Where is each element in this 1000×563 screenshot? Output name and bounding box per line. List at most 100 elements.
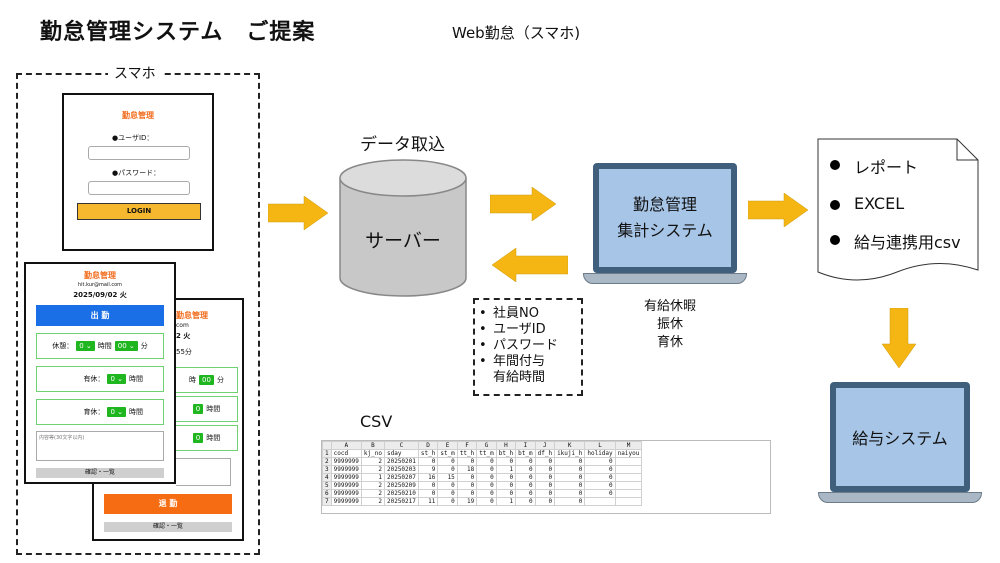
csv-cell: 0 [456, 473, 478, 482]
payroll-laptop-screen: 給与システム [830, 382, 970, 492]
csv-cell: 2 [360, 457, 385, 466]
csv-cell: 20250209 [383, 481, 419, 490]
clock-out-row-2: 0 時間 [176, 396, 238, 422]
csv-cell: 9999999 [330, 497, 362, 506]
row2-select[interactable]: 0 [192, 404, 204, 414]
clock-out-notes[interactable] [176, 458, 231, 486]
system-note: 育休 [656, 335, 683, 350]
notes-textarea[interactable]: 内容等(30文字以内) [36, 431, 164, 461]
csv-cell: 9999999 [330, 481, 362, 490]
csv-cell: 0 [584, 489, 616, 498]
clock-out-minutes: 55分 [176, 348, 192, 356]
system-laptop-screen: 勤怠管理 集計システム [593, 163, 737, 273]
csv-cell: 0 [534, 473, 556, 482]
csv-row-number: 5 [322, 481, 332, 490]
server-label: サーバー [365, 230, 441, 252]
csv-header-cell: cocd [330, 449, 362, 458]
row2-unit: 時間 [206, 405, 221, 413]
csv-cell: 0 [437, 465, 458, 474]
csv-cell: 9 [417, 465, 439, 474]
csv-cell: 0 [515, 473, 536, 482]
break-minute-select[interactable]: 00 ⌄ [114, 341, 138, 351]
childcare-leave-value: 0 [110, 408, 115, 416]
break-minute-value: 00 [117, 342, 127, 350]
csv-header-cell: ikuji_h [554, 449, 586, 458]
import-item: パスワード [479, 338, 577, 354]
csv-cell: 20250210 [383, 489, 419, 498]
csv-cell: 2 [360, 465, 385, 474]
csv-header-cell: holiday [584, 449, 616, 458]
csv-cell [614, 489, 643, 498]
password-input[interactable] [88, 181, 190, 195]
csv-cell: 0 [515, 465, 536, 474]
csv-column-letter: I [515, 441, 536, 450]
csv-header-cell: naiyou [614, 449, 643, 458]
clock-out-button[interactable]: 退 勤 [104, 494, 232, 514]
row3-select[interactable]: 0 [192, 433, 204, 443]
csv-cell: 2 [360, 481, 385, 490]
report-document [817, 138, 979, 281]
attendance-app-title: 勤怠管理 [84, 271, 116, 280]
csv-cell: 1 [495, 465, 517, 474]
csv-column-letter: M [614, 441, 643, 450]
csv-cell: 0 [584, 481, 616, 490]
login-button[interactable]: LOGIN [77, 203, 201, 220]
paid-leave-unit: 時間 [129, 375, 143, 383]
csv-header-cell: tt_m [476, 449, 497, 458]
childcare-leave-row: 育休： 0 ⌄ 時間 [36, 399, 164, 425]
csv-header-cell: kj_no [360, 449, 385, 458]
clock-out-row-3: 0 時間 [176, 425, 238, 451]
csv-column-letter: L [584, 441, 616, 450]
row1-minute-select[interactable]: 00 [199, 375, 214, 385]
csv-cell: 0 [495, 457, 517, 466]
paid-leave-select[interactable]: 0 ⌄ [107, 374, 126, 384]
childcare-leave-unit: 時間 [129, 408, 143, 416]
csv-row-number: 1 [322, 449, 332, 458]
csv-cell [584, 497, 616, 506]
attendance-email: hit.kur@mail.com [77, 282, 123, 288]
system-note: 有給休暇 [643, 299, 696, 314]
attendance-confirm-button[interactable]: 確認・一覧 [36, 468, 164, 478]
notes-placeholder: 内容等(30文字以内) [39, 435, 85, 441]
output-item: 給与連携用csv [828, 229, 961, 253]
clock-out-confirm-button[interactable]: 確認・一覧 [104, 522, 232, 532]
csv-cell: 0 [554, 473, 586, 482]
break-hour-select[interactable]: 0 ⌄ [76, 341, 95, 351]
csv-column-letter: E [437, 441, 458, 450]
smartphone-label: スマホ [108, 63, 162, 83]
import-item: 年間付与 有給時間 [479, 354, 577, 386]
csv-cell: 15 [437, 473, 458, 482]
csv-label: CSV [360, 412, 393, 431]
clock-in-button[interactable]: 出 勤 [36, 305, 164, 326]
csv-column-letter: J [534, 441, 556, 450]
user-id-input[interactable] [88, 146, 190, 160]
csv-cell: 0 [515, 489, 536, 498]
csv-cell: 0 [534, 481, 556, 490]
csv-header-cell: st_m [437, 449, 458, 458]
csv-cell: 11 [417, 497, 439, 506]
login-app-title: 勤怠管理 [122, 111, 154, 120]
childcare-leave-select[interactable]: 0 ⌄ [107, 407, 126, 417]
csv-cell: 9999999 [330, 465, 362, 474]
csv-cell: 0 [554, 465, 586, 474]
page-title: 勤怠管理システム ご提案 [40, 20, 316, 45]
csv-corner-cell [322, 441, 332, 450]
csv-cell: 0 [437, 497, 458, 506]
csv-cell: 0 [584, 473, 616, 482]
csv-cell: 0 [437, 489, 458, 498]
import-items-list: 社員NOユーザIDパスワード年間付与 有給時間 [479, 306, 577, 386]
clock-out-email: com [176, 322, 189, 329]
paid-leave-row: 有休： 0 ⌄ 時間 [36, 366, 164, 392]
csv-header-cell: sday [383, 449, 419, 458]
csv-column-letter: B [360, 441, 385, 450]
clock-out-row-1: 時 00 分 [176, 367, 238, 393]
csv-cell: 0 [476, 457, 497, 466]
arrow-right-2 [490, 187, 556, 221]
csv-cell: 0 [584, 465, 616, 474]
